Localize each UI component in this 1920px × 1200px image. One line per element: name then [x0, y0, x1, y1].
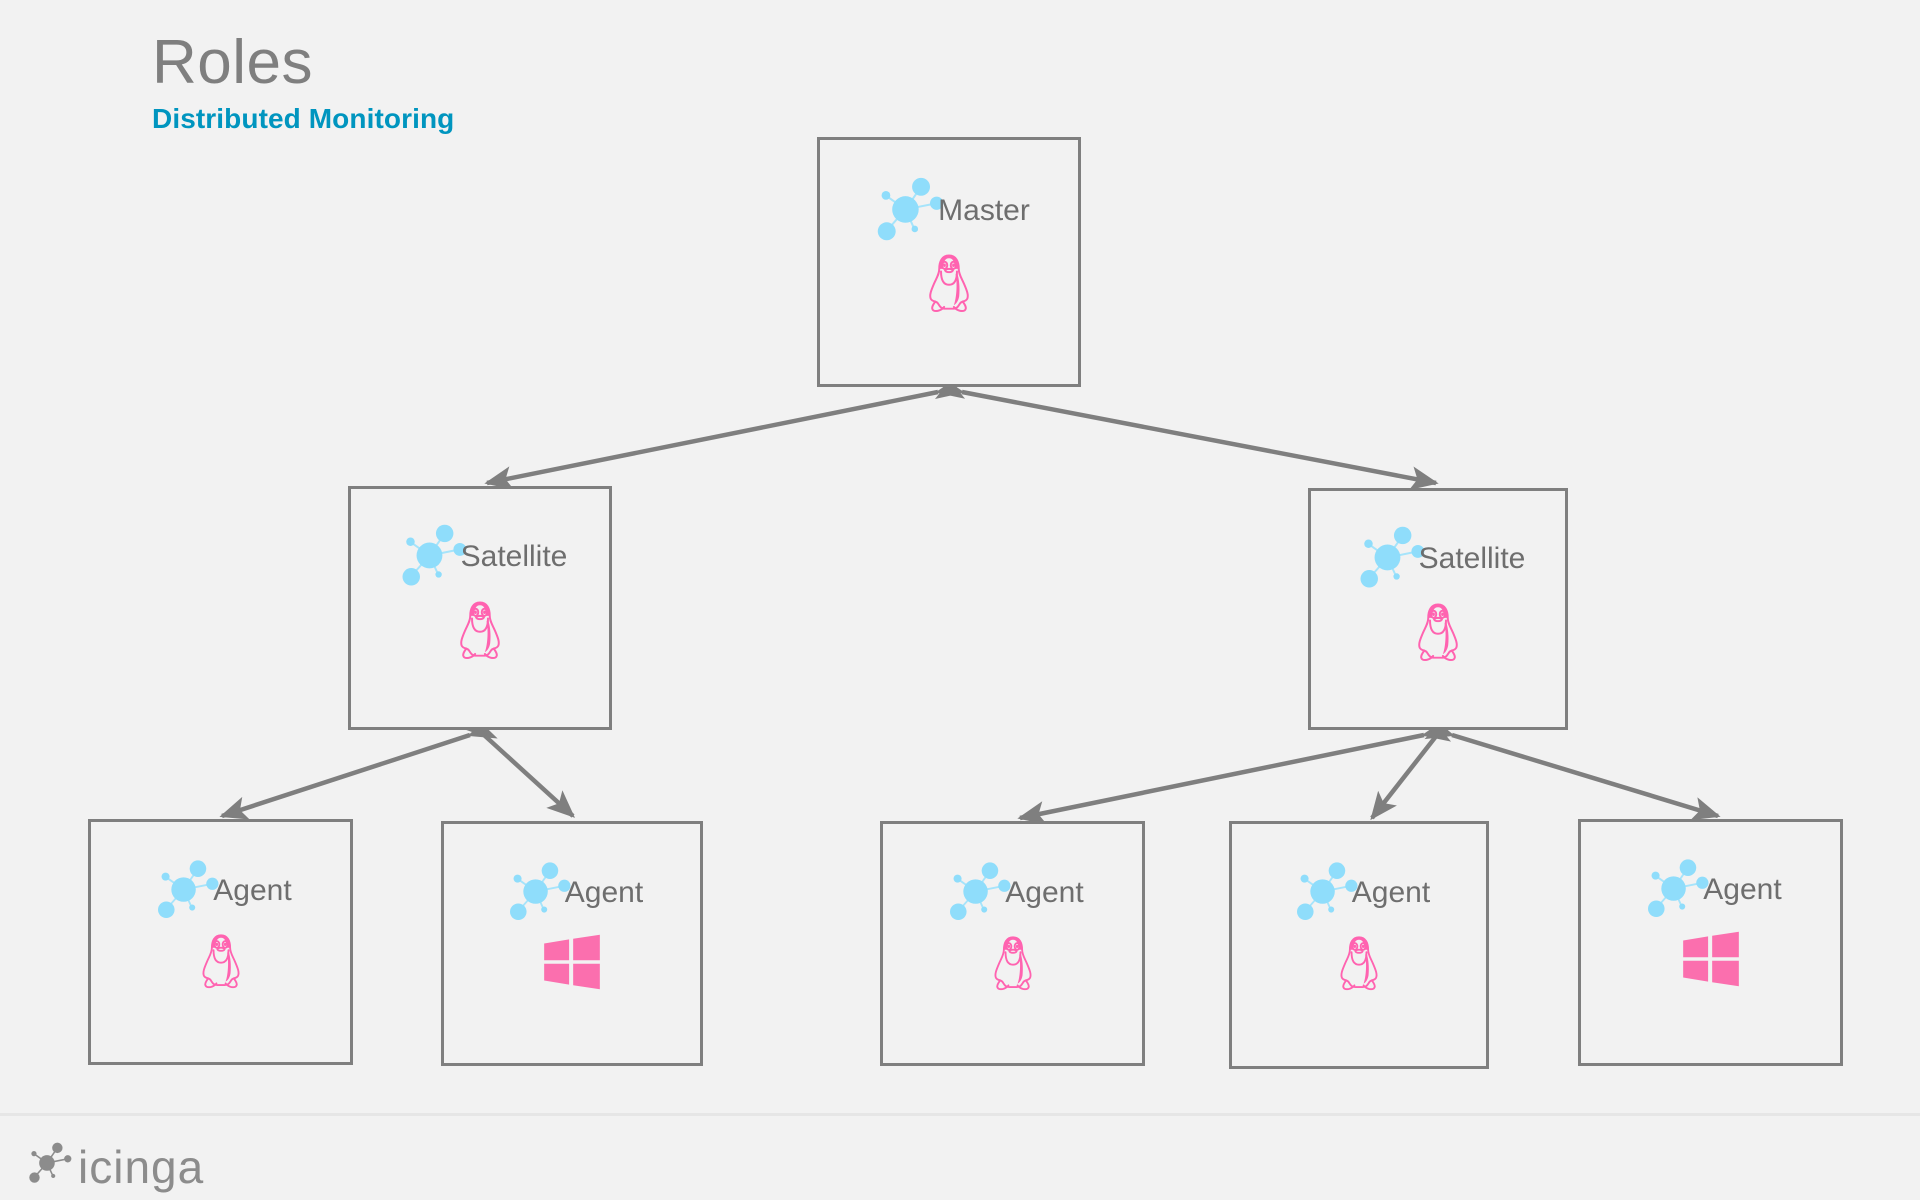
tux-penguin-icon	[1232, 934, 1486, 992]
footer-divider	[0, 1113, 1920, 1116]
tux-penguin-icon	[883, 934, 1142, 992]
node-label: Satellite	[1418, 542, 1526, 575]
edge-satellite-right-agent-3	[1017, 718, 1452, 825]
node-label: Agent	[1703, 873, 1782, 906]
icinga-node-graph-icon	[22, 1138, 74, 1195]
icinga-node-graph-icon	[393, 519, 469, 595]
windows-logo-icon	[1581, 931, 1840, 987]
icinga-node-graph-icon	[1639, 854, 1711, 926]
tux-penguin-icon	[1311, 601, 1565, 663]
footer-logo: icinga	[22, 1138, 204, 1195]
icinga-node-graph-icon	[868, 172, 946, 250]
slide-header: Roles Distributed Monitoring	[152, 26, 852, 136]
icinga-node-graph-icon	[941, 857, 1013, 929]
edge-satellite-right-agent-4	[1370, 707, 1462, 821]
windows-logo-icon	[444, 934, 700, 990]
node-label: Agent	[564, 876, 644, 909]
node-box-agent-4[interactable]: Agent	[1229, 821, 1489, 1069]
icinga-node-graph-icon	[501, 857, 573, 929]
node-box-satellite-right[interactable]: Satellite	[1308, 488, 1568, 730]
tux-penguin-icon	[91, 932, 350, 990]
edge-master-satellite-right	[935, 375, 1439, 490]
edge-satellite-right-agent-5	[1424, 716, 1721, 821]
icinga-node-graph-icon	[149, 855, 221, 927]
node-label: Satellite	[460, 540, 568, 573]
node-box-agent-2[interactable]: Agent	[441, 821, 703, 1066]
tux-penguin-icon	[820, 252, 1078, 314]
node-label: Agent	[213, 874, 292, 907]
edge-satellite-left-agent-1	[219, 715, 498, 820]
node-label: Agent	[1351, 876, 1431, 909]
footer-wordmark: icinga	[78, 1140, 205, 1193]
page-subtitle: Distributed Monitoring	[152, 103, 455, 134]
node-box-agent-3[interactable]: Agent	[880, 821, 1145, 1066]
edge-master-satellite-left	[484, 375, 966, 490]
node-box-master[interactable]: Master	[817, 137, 1081, 387]
node-label: Agent	[1005, 876, 1084, 909]
icinga-node-graph-icon	[1288, 857, 1360, 929]
icinga-node-graph-icon	[1351, 521, 1427, 597]
node-box-satellite-left[interactable]: Satellite	[348, 486, 612, 730]
node-box-agent-1[interactable]: Agent	[88, 819, 353, 1065]
node-label: Master	[938, 194, 1030, 227]
node-box-agent-5[interactable]: Agent	[1578, 819, 1843, 1066]
edge-satellite-left-agent-2	[457, 709, 575, 818]
tux-penguin-icon	[351, 599, 609, 661]
page-title: Roles	[152, 28, 314, 97]
